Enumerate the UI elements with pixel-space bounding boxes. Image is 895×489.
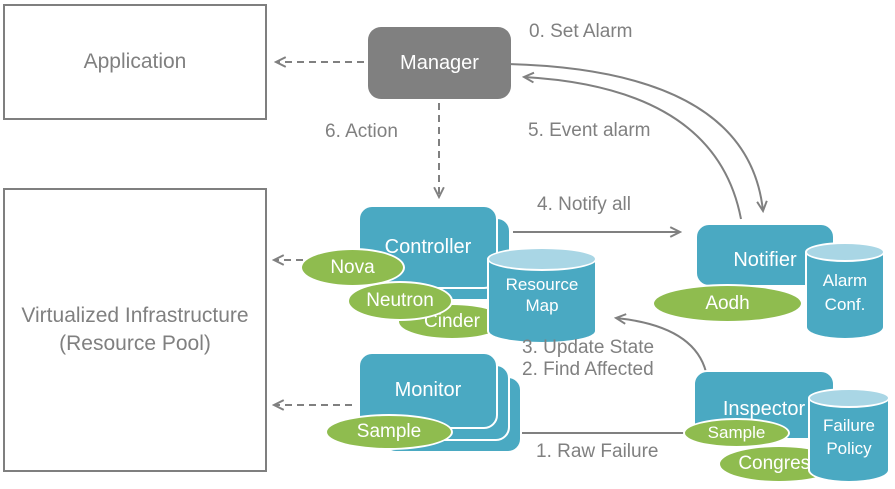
monitor-sample-label: Sample xyxy=(356,421,422,442)
nova-label: Nova xyxy=(330,256,375,278)
cinder-label: Cinder xyxy=(424,310,480,332)
failure-policy-cylinder-top xyxy=(808,388,890,408)
failure-policy-cylinder-body xyxy=(808,398,890,483)
arrow-set-alarm xyxy=(505,63,763,211)
neutron-plugin-ellipse: Neutron xyxy=(347,281,453,321)
virtualized-infrastructure-label-line1: Virtualized Infrastructure xyxy=(21,303,249,327)
aodh-plugin-ellipse: Aodh xyxy=(652,284,803,323)
arrow-event-alarm xyxy=(524,77,742,220)
inspector-label: Inspector xyxy=(722,397,806,420)
manager-label: Manager xyxy=(400,51,479,74)
virtualized-infrastructure-label-line2: (Resource Pool) xyxy=(59,332,211,355)
monitor-sample-plugin-ellipse: Sample xyxy=(325,414,453,450)
flow-label-set-alarm: 0. Set Alarm xyxy=(529,21,633,42)
controller-label: Controller xyxy=(384,235,472,258)
manager-node: Manager xyxy=(368,27,511,99)
neutron-label: Neutron xyxy=(366,290,434,311)
flow-label-event-alarm: 5. Event alarm xyxy=(528,120,651,141)
failure-policy-label: Failure Policy xyxy=(823,416,875,458)
congress-label: Congress xyxy=(738,453,820,474)
alarm-conf-label: Alarm Conf. xyxy=(822,271,868,314)
flow-label-find-affected: 2. Find Affected xyxy=(522,359,654,380)
resource-map-cylinder-body xyxy=(487,259,597,344)
inspector-sample-plugin-ellipse: Sample xyxy=(683,418,790,448)
failure-policy-datastore: Failure Policy xyxy=(808,388,890,483)
resource-map-label: Resource Map xyxy=(505,275,579,315)
application-label: Application xyxy=(83,49,187,73)
monitor-label: Monitor xyxy=(394,379,462,401)
resource-map-cylinder-top xyxy=(487,247,597,271)
application-box: Application xyxy=(3,4,267,120)
notifier-label: Notifier xyxy=(733,248,797,271)
flow-label-update-state: 3. Update State xyxy=(522,337,655,358)
alarm-conf-cylinder-top xyxy=(805,242,885,262)
resource-map-datastore: Resource Map xyxy=(487,247,597,344)
alarm-conf-datastore: Alarm Conf. xyxy=(805,242,885,340)
flow-label-action: 6. Action xyxy=(325,121,398,142)
arrow-inspector-to-resource-map xyxy=(616,318,707,373)
flow-label-notify-all: 4. Notify all xyxy=(537,194,631,215)
aodh-label: Aodh xyxy=(705,292,750,314)
flow-label-raw-failure: 1. Raw Failure xyxy=(536,441,659,462)
alarm-conf-cylinder-body xyxy=(805,252,885,340)
inspector-sample-label: Sample xyxy=(707,423,766,442)
nova-plugin-ellipse: Nova xyxy=(300,248,405,287)
virtualized-infrastructure-box: Virtualized Infrastructure (Resource Poo… xyxy=(3,188,267,472)
